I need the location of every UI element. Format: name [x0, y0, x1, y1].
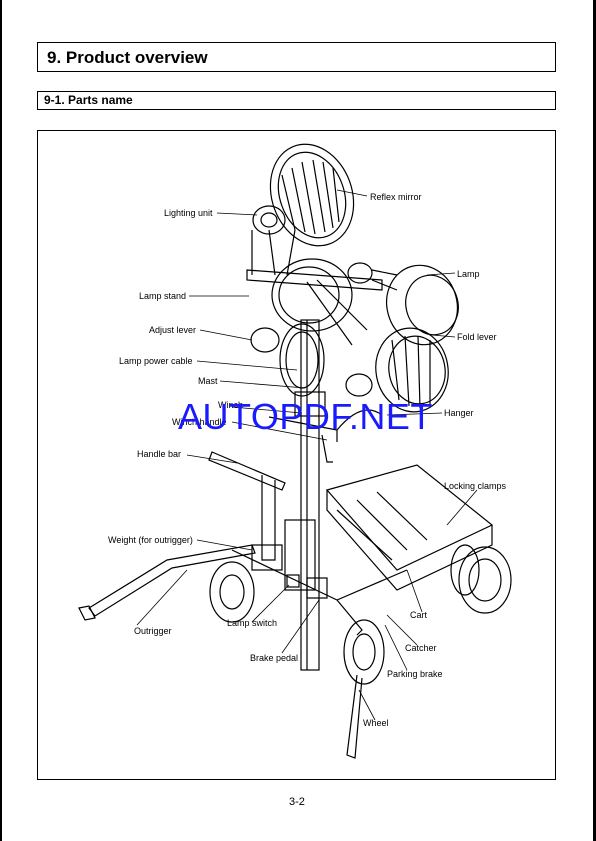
- page-right-edge: [593, 0, 596, 841]
- label-lamp: Lamp: [457, 269, 480, 279]
- light-tower-drawing: [78, 143, 512, 759]
- right-lamp: [347, 262, 459, 346]
- leader-lines: [136, 189, 478, 721]
- subsection-title: 9-1. Parts name: [44, 93, 133, 107]
- label-mast: Mast: [198, 376, 218, 386]
- watermark-text: AUTOPDF.NET: [178, 396, 433, 437]
- label-hanger: Hanger: [444, 408, 474, 418]
- label-outrigger: Outrigger: [134, 626, 172, 636]
- label-fold-lever: Fold lever: [457, 332, 497, 342]
- label-lamp-stand: Lamp stand: [139, 291, 186, 301]
- label-winch-handle: Winch handle: [172, 417, 227, 427]
- outrigger-drawing: [78, 544, 256, 621]
- label-handle-bar: Handle bar: [137, 449, 181, 459]
- label-cart: Cart: [410, 610, 428, 620]
- middle-left-lamp: [250, 258, 353, 353]
- mast-drawing: [294, 319, 326, 671]
- label-wheel: Wheel: [363, 718, 389, 728]
- rear-lamp: [279, 323, 325, 397]
- label-catcher: Catcher: [405, 643, 437, 653]
- middle-right-lamp: [345, 327, 449, 413]
- section-title: 9. Product overview: [47, 48, 208, 67]
- page-left-edge: [0, 0, 2, 841]
- top-lamp: [252, 143, 355, 247]
- label-winch: Winch: [218, 400, 243, 410]
- section-title-box: 9. Product overview: [37, 42, 556, 72]
- parts-diagram: Reflex mirror Lighting unit Lamp Lamp st…: [78, 143, 512, 759]
- figure-frame: [37, 130, 556, 780]
- label-brake-pedal: Brake pedal: [250, 653, 298, 663]
- label-reflex-mirror: Reflex mirror: [370, 192, 422, 202]
- label-adjust-lever: Adjust lever: [149, 325, 196, 335]
- label-weight-outrigger: Weight (for outrigger): [108, 535, 193, 545]
- label-lamp-switch: Lamp switch: [227, 618, 277, 628]
- wheels-drawing: [209, 544, 512, 685]
- page-number: 3-2: [289, 796, 305, 808]
- handle-bar-drawing: [208, 451, 316, 591]
- subsection-title-box: 9-1. Parts name: [37, 91, 556, 110]
- label-parking-brake: Parking brake: [387, 669, 443, 679]
- label-lighting-unit: Lighting unit: [164, 208, 213, 218]
- label-locking-clamps: Locking clamps: [444, 481, 507, 491]
- label-lamp-power-cable: Lamp power cable: [119, 356, 193, 366]
